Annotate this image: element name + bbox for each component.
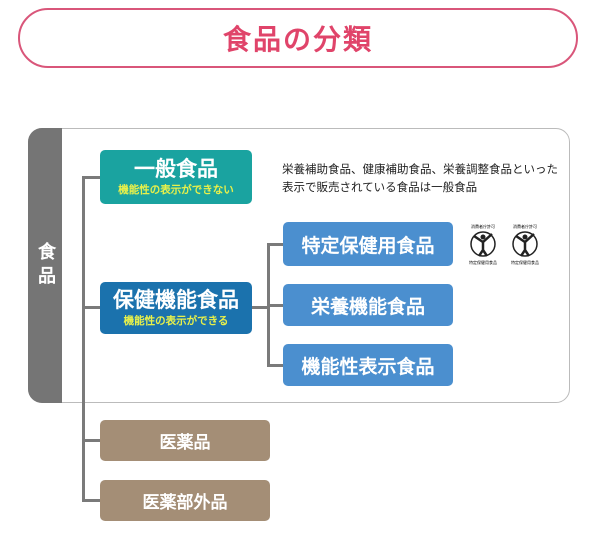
connector-line <box>267 364 285 367</box>
nutrient-function-box: 栄養機能食品 <box>283 284 453 326</box>
general-food-box: 一般食品 機能性の表示ができない <box>100 150 252 204</box>
svg-text:特定保健用食品: 特定保健用食品 <box>469 259 497 265</box>
connector-line <box>82 176 102 179</box>
health-food-box: 保健機能食品 機能性の表示ができる <box>100 282 252 334</box>
page-title: 食品の分類 <box>18 8 578 68</box>
general-food-note: 栄養補助食品、健康補助食品、栄養調整食品といった表示で販売されている食品は一般食… <box>282 162 558 194</box>
food-label: 食品 <box>28 128 62 403</box>
health-food-sub: 機能性の表示ができる <box>123 315 229 327</box>
connector-line <box>82 306 102 309</box>
connector-line <box>267 243 285 246</box>
connector-line <box>82 439 102 442</box>
general-food-sub: 機能性の表示ができない <box>118 184 234 196</box>
function-claim-box: 機能性表示食品 <box>283 344 453 386</box>
pharmaceuticals-box: 医薬品 <box>100 420 270 461</box>
connector-line <box>82 176 85 502</box>
svg-text:消費者庁許可: 消費者庁許可 <box>471 223 495 229</box>
quasi-drugs-box: 医薬部外品 <box>100 480 270 521</box>
general-food-label: 一般食品 <box>134 157 218 181</box>
foshu-box: 特定保健用食品 <box>283 222 453 266</box>
svg-text:消費者庁許可: 消費者庁許可 <box>513 223 537 229</box>
svg-text:特定保健用食品: 特定保健用食品 <box>511 259 539 265</box>
connector-line <box>82 499 102 502</box>
connector-line <box>252 306 269 309</box>
health-food-label: 保健機能食品 <box>113 288 239 312</box>
connector-line <box>267 304 285 307</box>
